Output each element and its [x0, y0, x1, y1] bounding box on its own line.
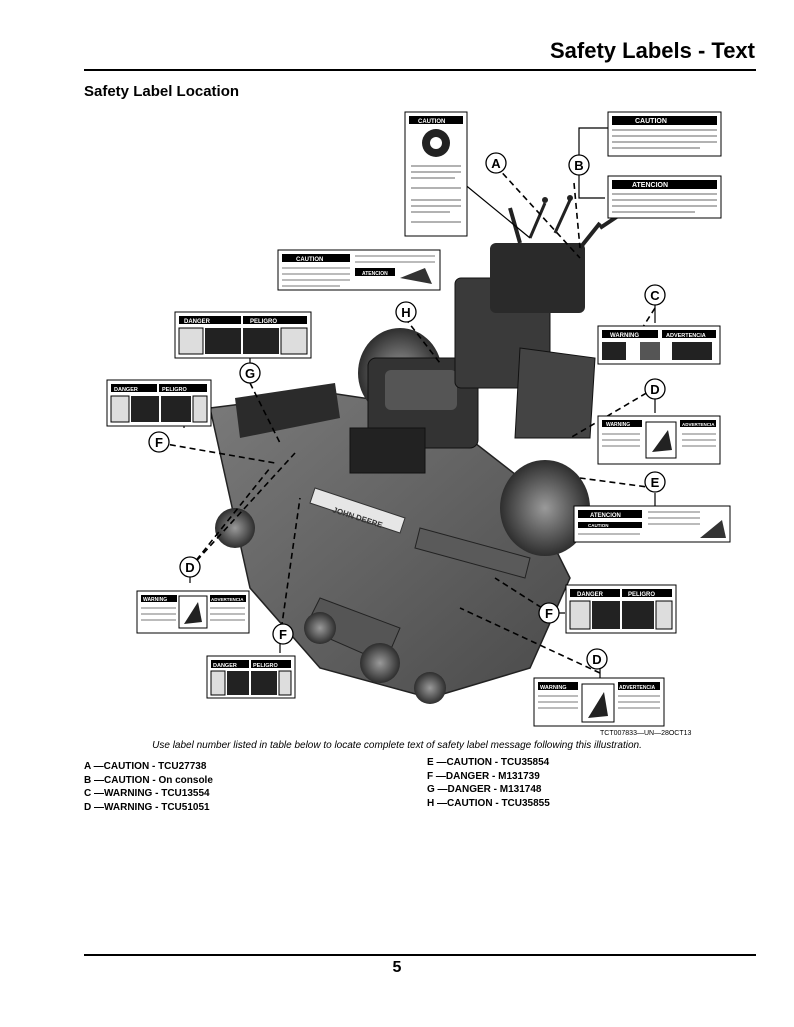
label-g-danger-decal: DANGER PELIGRO: [174, 311, 312, 359]
svg-text:G: G: [245, 366, 255, 381]
svg-text:C: C: [650, 288, 660, 303]
page-number: 5: [392, 959, 402, 976]
callout-e: E: [644, 471, 666, 493]
svg-text:PELIGRO: PELIGRO: [162, 387, 187, 393]
callout-f-left: F: [148, 431, 170, 453]
svg-text:WARNING: WARNING: [610, 333, 639, 339]
svg-text:B: B: [574, 158, 583, 173]
callout-d-bottom: D: [586, 648, 608, 670]
svg-text:ADVERTENCIA: ADVERTENCIA: [666, 333, 706, 339]
svg-text:WARNING: WARNING: [143, 597, 167, 603]
label-f-danger-decal-left: DANGER PELIGRO: [106, 379, 212, 427]
svg-text:ATENCION: ATENCION: [632, 182, 668, 189]
mower-drawing: JOHN DEERE: [209, 195, 632, 704]
page-title: Safety Labels - Text: [550, 38, 755, 63]
svg-text:ADVERTENCIA: ADVERTENCIA: [211, 597, 244, 602]
label-e-caution-decal: ATENCION CAUTION: [573, 505, 731, 543]
legend-item-b: B —CAUTION - On console: [84, 774, 213, 786]
legend-right-column: E —CAUTION - TCU35854 F —DANGER - M13173…: [427, 756, 550, 810]
svg-text:CAUTION: CAUTION: [635, 118, 667, 125]
svg-text:WARNING: WARNING: [606, 422, 630, 428]
callout-c: C: [644, 284, 666, 306]
svg-text:D: D: [650, 382, 659, 397]
svg-text:DANGER: DANGER: [114, 387, 138, 393]
figure-caption: Use label number listed in table below t…: [152, 740, 642, 751]
legend-item-d: D —WARNING - TCU51051: [84, 801, 210, 813]
svg-text:DANGER: DANGER: [184, 319, 211, 325]
svg-text:ATENCION: ATENCION: [590, 513, 621, 519]
label-b-caution-console: CAUTION ATENCION: [607, 111, 722, 219]
svg-text:H: H: [401, 305, 410, 320]
svg-text:ADVERTENCIA: ADVERTENCIA: [682, 422, 715, 427]
figure-id: TCT007833—UN—28OCT13: [600, 730, 692, 737]
svg-text:CAUTION: CAUTION: [418, 119, 445, 125]
label-f-danger-decal-bottom: DANGER PELIGRO: [206, 655, 296, 699]
label-c-warning-decal: WARNING ADVERTENCIA: [597, 325, 721, 365]
svg-text:F: F: [279, 627, 287, 642]
callout-d-left: D: [179, 556, 201, 578]
label-h-caution-decal: CAUTION ATENCION: [277, 249, 441, 291]
label-a-caution-decal: CAUTION: [404, 111, 468, 237]
footer-rule: [84, 954, 756, 956]
legend-item-c: C —WARNING - TCU13554: [84, 788, 210, 799]
legend-item-e: E —CAUTION - TCU35854: [427, 757, 550, 768]
legend-item-f: F —DANGER - M131739: [427, 770, 540, 782]
label-d-warning-decal-right: WARNING ADVERTENCIA: [597, 415, 721, 465]
label-d-warning-decal-bottom: WARNING ADVERTENCIA: [533, 677, 665, 727]
svg-text:CAUTION: CAUTION: [588, 523, 609, 528]
mower-safety-label-illustration: JOHN DEERE: [106, 111, 731, 727]
svg-text:CAUTION: CAUTION: [296, 257, 323, 263]
callout-d-right: D: [644, 378, 666, 400]
svg-text:A: A: [491, 156, 501, 171]
callout-a: A: [485, 152, 507, 174]
section-title: Safety Label Location: [84, 83, 240, 100]
svg-text:D: D: [185, 560, 194, 575]
svg-text:F: F: [545, 606, 553, 621]
legend-item-g: G —DANGER - M131748: [427, 784, 542, 795]
svg-text:F: F: [155, 435, 163, 450]
svg-text:WARNING: WARNING: [540, 685, 567, 691]
svg-text:DANGER: DANGER: [577, 592, 604, 598]
svg-text:PELIGRO: PELIGRO: [628, 592, 655, 598]
legend-item-a: A —CAUTION - TCU27738: [84, 761, 207, 772]
callout-b: B: [568, 154, 590, 176]
callout-f-bottom: F: [272, 623, 294, 645]
legend-item-h: H —CAUTION - TCU35855: [427, 797, 550, 809]
svg-text:ATENCION: ATENCION: [362, 271, 388, 277]
svg-text:D: D: [592, 652, 601, 667]
label-f-danger-decal-right: DANGER PELIGRO: [565, 584, 677, 634]
svg-text:E: E: [651, 475, 660, 490]
callout-h: H: [395, 301, 417, 323]
callout-g: G: [239, 362, 261, 384]
legend-left-column: A —CAUTION - TCU27738 B —CAUTION - On co…: [84, 760, 213, 814]
callout-f-right: F: [538, 602, 560, 624]
svg-text:PELIGRO: PELIGRO: [253, 663, 278, 669]
svg-text:DANGER: DANGER: [213, 663, 237, 669]
svg-text:ADVERTENCIA: ADVERTENCIA: [619, 685, 656, 691]
svg-text:PELIGRO: PELIGRO: [250, 319, 277, 325]
label-d-warning-decal-left: WARNING ADVERTENCIA: [136, 590, 250, 634]
title-rule: [84, 69, 756, 71]
